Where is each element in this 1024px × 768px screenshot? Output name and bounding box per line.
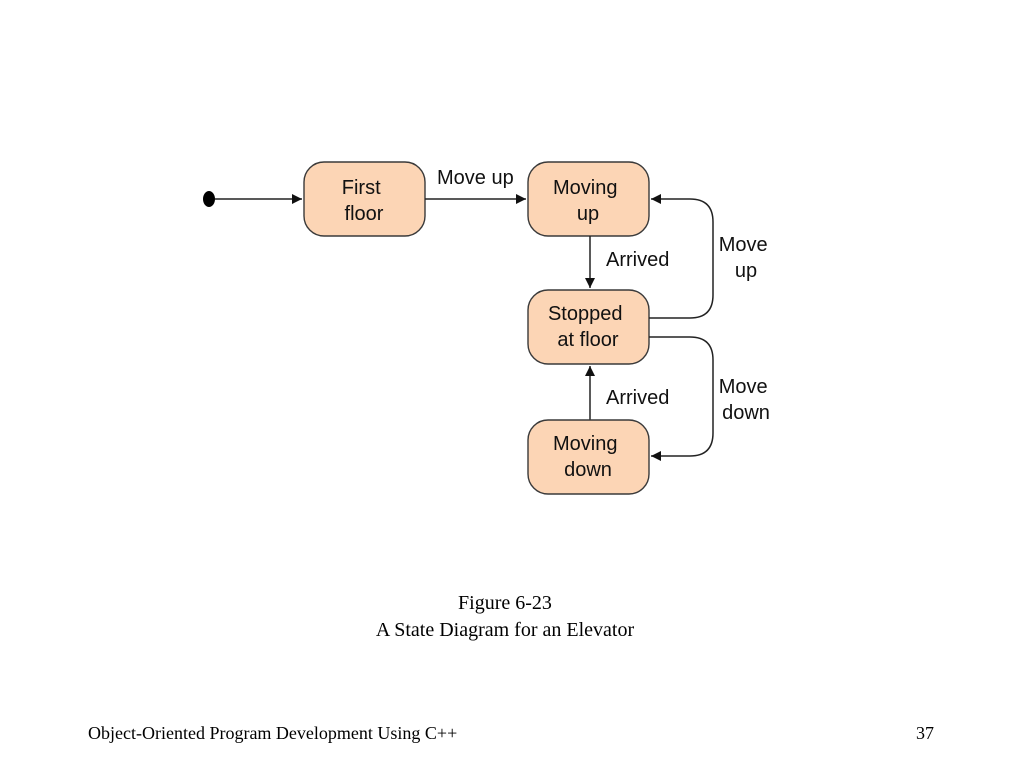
edge-label-arrived-bottom: Arrived bbox=[606, 387, 669, 409]
state-stopped-line-1: Stopped bbox=[548, 303, 623, 325]
footer-course-title: Object-Oriented Program Development Usin… bbox=[88, 723, 458, 743]
footer-page-number: 37 bbox=[916, 723, 934, 743]
svg-text:First floor: First floor bbox=[342, 177, 386, 225]
edge-stopped-to-moving-down bbox=[649, 336, 714, 461]
state-first-floor-line-1: First bbox=[342, 177, 381, 199]
svg-text:Moving down: Moving down bbox=[553, 433, 623, 481]
edge-label-move-up-right: Move up bbox=[719, 234, 773, 282]
edge-label-move-up: Move up bbox=[437, 167, 514, 189]
edge-label-arrived-top: Arrived bbox=[606, 249, 669, 271]
initial-state-dot bbox=[203, 191, 215, 207]
state-moving-down-line-1: Moving bbox=[553, 433, 617, 455]
svg-text:Stopped at floor: Stopped at floor bbox=[548, 303, 628, 351]
state-first-floor-line-2: floor bbox=[345, 203, 384, 225]
state-moving-down-line-2: down bbox=[564, 459, 612, 481]
state-moving-down: Moving down bbox=[527, 419, 650, 495]
edge-label-move-down-right: Move down bbox=[719, 376, 773, 424]
figure-title: A State Diagram for an Elevator bbox=[375, 619, 635, 641]
state-stopped-at-floor: Stopped at floor bbox=[527, 289, 650, 365]
elevator-state-diagram: First floor Move up Moving up Arrived St… bbox=[203, 161, 773, 495]
state-moving-up: Moving up bbox=[527, 161, 650, 237]
svg-text:Moving up: Moving up bbox=[553, 177, 623, 225]
state-moving-up-line-2: up bbox=[577, 203, 599, 225]
state-first-floor: First floor bbox=[303, 161, 426, 237]
figure-number: Figure 6-23 bbox=[458, 592, 552, 614]
state-moving-up-line-1: Moving bbox=[553, 177, 617, 199]
edge-stopped-to-moving-up bbox=[649, 194, 714, 319]
state-stopped-line-2: at floor bbox=[557, 329, 618, 351]
